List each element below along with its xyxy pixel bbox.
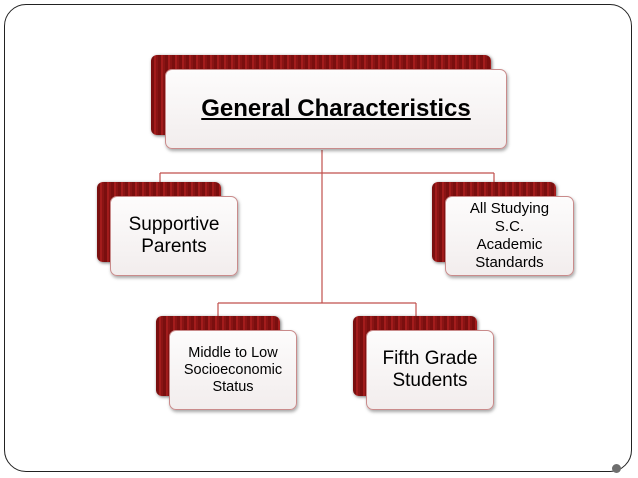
node-academic-standards: All Studying S.C. Academic Standards xyxy=(432,182,576,278)
node-socioeconomic-status: Middle to Low Socioeconomic Status xyxy=(156,316,298,412)
node-supportive-parents-label: Supportive Parents xyxy=(128,214,220,257)
root-node-label: General Characteristics xyxy=(201,95,471,122)
node-fifth-grade-students-card: Fifth Grade Students xyxy=(366,330,494,410)
slide-corner-dot xyxy=(612,464,621,473)
node-supportive-parents-card: Supportive Parents xyxy=(110,196,238,276)
node-academic-standards-card: All Studying S.C. Academic Standards xyxy=(445,196,574,276)
node-socioeconomic-status-card: Middle to Low Socioeconomic Status xyxy=(169,330,297,410)
node-supportive-parents: Supportive Parents xyxy=(97,182,239,278)
node-fifth-grade-students: Fifth Grade Students xyxy=(353,316,495,412)
node-academic-standards-label: All Studying S.C. Academic Standards xyxy=(469,200,550,271)
root-node: General Characteristics xyxy=(151,55,511,151)
node-socioeconomic-status-label: Middle to Low Socioeconomic Status xyxy=(183,344,283,395)
root-node-card: General Characteristics xyxy=(165,69,507,149)
node-fifth-grade-students-label: Fifth Grade Students xyxy=(382,348,478,391)
